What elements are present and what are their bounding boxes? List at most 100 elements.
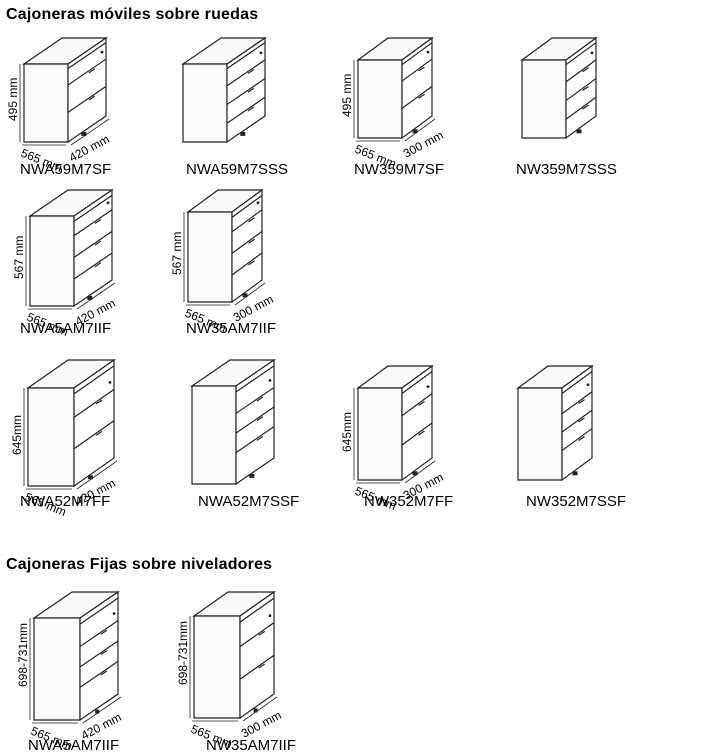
cabinet-side — [29, 215, 75, 307]
cabinet-side — [182, 63, 228, 143]
drawer-handle — [94, 219, 102, 224]
cabinet-front — [565, 36, 597, 140]
lock-icon — [256, 201, 260, 205]
cabinet-front — [226, 36, 266, 144]
cabinet-drawing — [190, 358, 276, 486]
cabinet-front — [239, 590, 275, 720]
drawer-divider — [79, 640, 119, 668]
wheel-icon — [242, 293, 248, 298]
lock-icon — [112, 612, 116, 615]
drawer-divider — [401, 85, 433, 109]
product-code: NW352M7FF — [364, 493, 454, 510]
drawer-divider — [73, 252, 113, 280]
drawer-handle — [100, 650, 108, 656]
product-code: NW352M7SSF — [526, 493, 627, 510]
lock-icon — [590, 51, 594, 55]
product-code: NW359M7SSS — [516, 161, 617, 178]
section-title-mobile: Cajoneras móviles sobre ruedas — [6, 6, 259, 23]
cabinet-side — [357, 387, 403, 481]
product-code: NW359M7SF — [354, 161, 445, 178]
product-code: NWA52M7SSF — [198, 493, 300, 510]
drawer-handle — [258, 663, 266, 669]
drawer-divider — [226, 78, 266, 106]
wheel-icon — [87, 295, 93, 300]
drawer-divider — [226, 59, 266, 87]
drawer-divider — [231, 230, 263, 254]
drawer-handle — [578, 435, 585, 441]
drawer-handle — [95, 430, 103, 436]
cabinet-drawing — [181, 36, 267, 144]
height-dimension: 698-731mm — [176, 621, 190, 685]
drawer-divider — [79, 620, 119, 648]
lock-icon — [268, 379, 272, 382]
drawer-handle — [258, 630, 266, 636]
drawer-handle — [418, 401, 425, 406]
cabinet-front — [67, 36, 107, 144]
product-code: NWA59M7SF — [20, 161, 112, 178]
height-dimension: 567 mm — [170, 232, 184, 275]
drawer-handle — [256, 435, 264, 441]
drawer-handle — [94, 262, 102, 268]
cabinet-side — [357, 59, 403, 139]
cabinet-front — [73, 358, 115, 488]
cabinet-side — [27, 387, 75, 487]
drawer-handle — [94, 240, 102, 246]
cabinet-front — [401, 364, 433, 482]
cabinet-front — [561, 364, 593, 482]
lock-icon — [106, 201, 110, 205]
wheel-icon — [412, 471, 418, 476]
lock-icon — [426, 385, 430, 388]
drawer-handle — [582, 67, 589, 73]
drawer-divider — [565, 59, 597, 83]
height-dimension: 495 mm — [6, 78, 20, 121]
drawer-handle — [582, 85, 589, 91]
wheel-icon — [240, 131, 246, 136]
drawer-divider — [73, 230, 113, 258]
drawer-handle — [582, 104, 589, 110]
drawer-handle — [95, 399, 103, 405]
drawer-handle — [88, 95, 96, 101]
lock-icon — [268, 614, 272, 617]
product-code: NWA5AM7IIF — [28, 737, 120, 754]
drawer-handle — [578, 399, 585, 405]
drawer-divider — [565, 96, 597, 120]
lock-icon — [108, 381, 112, 384]
product-code: NW35AM7IIF — [206, 737, 297, 754]
wheel-icon — [412, 129, 418, 134]
section-title-fixed: Cajoneras Fijas sobre niveladores — [6, 556, 273, 573]
drawer-handle — [247, 106, 255, 112]
cabinet-side — [187, 211, 233, 303]
cabinet-front — [79, 590, 119, 722]
drawer-divider — [239, 654, 275, 680]
drawer-divider — [235, 426, 275, 454]
height-dimension: 698-731mm — [16, 623, 30, 687]
drawer-divider — [73, 209, 113, 237]
cabinet-side — [191, 385, 237, 485]
cabinet-front — [401, 36, 433, 140]
drawer-handle — [247, 87, 255, 93]
drawer-divider — [565, 78, 597, 102]
drawer-divider — [239, 622, 275, 648]
wheel-icon — [81, 131, 87, 136]
drawer-divider — [401, 393, 433, 417]
lock-icon — [426, 50, 430, 54]
cabinet-side — [193, 615, 241, 719]
product-code: NWA59M7SSS — [186, 161, 288, 178]
drawer-divider — [67, 85, 107, 113]
cabinet-drawing — [516, 364, 594, 482]
drawer-divider — [73, 420, 115, 450]
cabinet-side — [521, 59, 567, 139]
drawer-handle — [100, 629, 108, 635]
cabinet-drawing — [520, 36, 598, 140]
lock-icon — [259, 51, 263, 55]
drawer-handle — [100, 670, 108, 676]
height-dimension: 645mm — [10, 415, 24, 455]
drawer-handle — [418, 430, 425, 436]
